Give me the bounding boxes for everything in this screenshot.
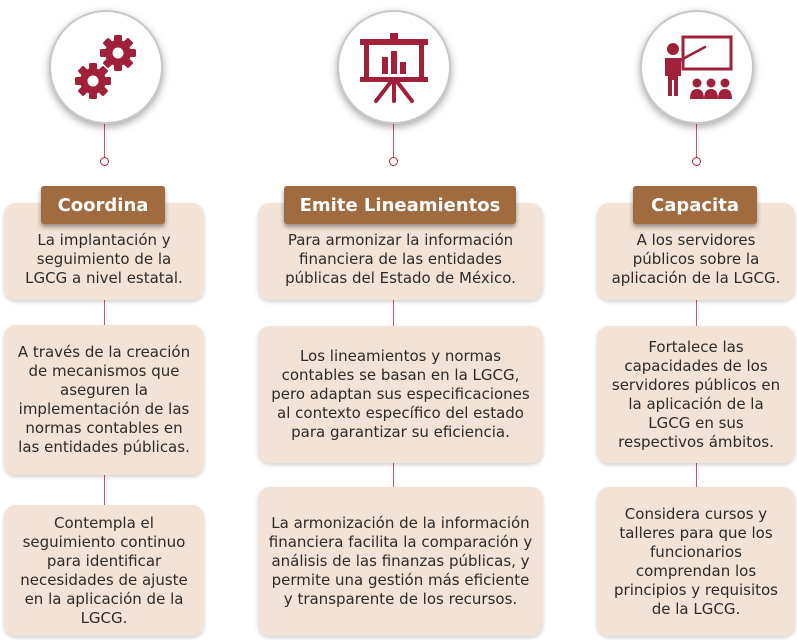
connector-dot xyxy=(692,157,701,166)
teacher-audience-icon xyxy=(665,35,733,99)
info-box: Considera cursos y talleres para que los… xyxy=(597,487,795,636)
column-capacita: A los servidores públicos sobre la aplic… xyxy=(590,0,795,640)
connector-line xyxy=(393,120,394,160)
info-box: A través de la creación de mecanismos qu… xyxy=(4,325,204,475)
connector-line xyxy=(393,300,394,326)
connector-line xyxy=(104,120,105,160)
connector-line xyxy=(696,300,697,326)
connector-line xyxy=(104,300,105,325)
connector-line xyxy=(696,120,697,160)
icon-circle xyxy=(640,10,754,124)
presentation-board-icon xyxy=(360,33,428,103)
gears-icon xyxy=(75,35,136,99)
icon-circle xyxy=(337,10,451,124)
column-coordina: La implantación y seguimiento de la LGCG… xyxy=(0,0,230,640)
column-title: Emite Lineamientos xyxy=(284,186,516,224)
info-box: La armonización de la información financ… xyxy=(258,487,543,636)
info-box: La implantación y seguimiento de la LGCG… xyxy=(4,203,204,300)
info-box: Los lineamientos y normas contables se b… xyxy=(258,326,543,463)
icon-circle xyxy=(49,10,163,124)
column-emite-lineamientos: Para armonizar la información financiera… xyxy=(250,0,550,640)
connector-line xyxy=(393,463,394,487)
connector-line xyxy=(696,463,697,487)
connector-dot xyxy=(389,157,398,166)
info-box: Fortalece las capacidades de los servido… xyxy=(597,326,795,463)
info-box: Contempla el seguimiento continuo para i… xyxy=(4,505,204,636)
column-title: Coordina xyxy=(41,186,165,224)
column-title: Capacita xyxy=(633,186,757,224)
connector-line xyxy=(104,475,105,505)
connector-dot xyxy=(100,157,109,166)
